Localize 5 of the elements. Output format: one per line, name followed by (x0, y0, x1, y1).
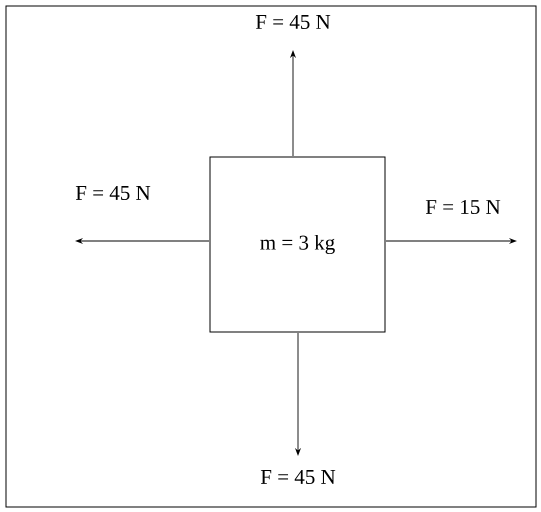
force-label: F = 45 N (256, 15, 330, 30)
force-label: F = 15 N (426, 200, 500, 214)
force-label: F = 45 N (76, 186, 150, 200)
force-label: F = 45 N (260, 470, 336, 484)
mass-box: m = 3 kg (210, 156, 386, 332)
